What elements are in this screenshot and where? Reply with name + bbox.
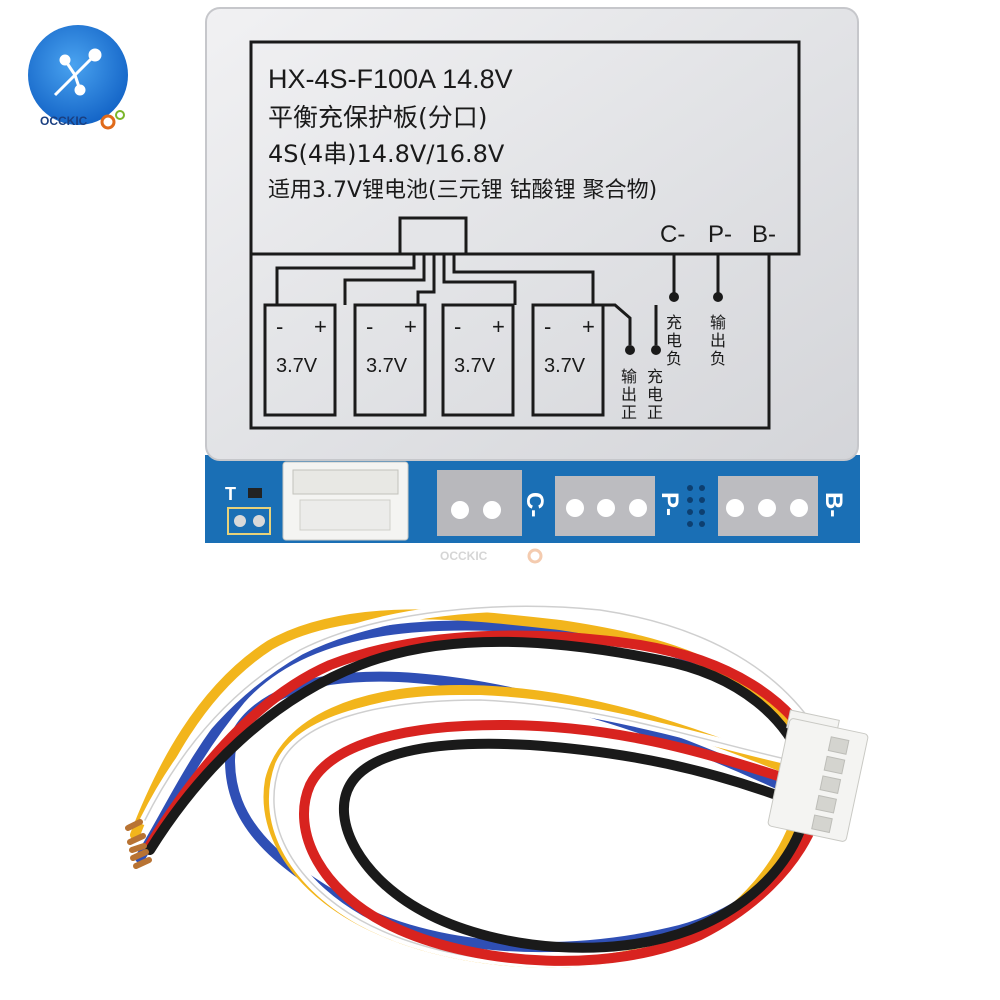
wire-black (145, 636, 813, 953)
watermark-text: OCCKIC (440, 549, 488, 563)
brand-logo: OCCKIC (28, 25, 128, 130)
terminal-b-label: B- (752, 221, 776, 248)
t-pad-hole (253, 515, 265, 527)
battery-cell: - + 3.7V (531, 303, 605, 417)
gear-icon (100, 114, 116, 130)
pad-hole (597, 499, 615, 517)
ic-box (398, 216, 468, 256)
cell-minus: - (454, 314, 461, 339)
cell-plus: + (492, 314, 505, 339)
pad-hole (629, 499, 647, 517)
cell-minus: - (366, 314, 373, 339)
pcb-t-label: T (225, 484, 236, 504)
node-dot (713, 292, 723, 302)
cell-voltage: 3.7V (454, 355, 496, 377)
pcb-board: T C- P- B- (205, 455, 860, 543)
gear-icon (115, 110, 125, 120)
c-pad (437, 470, 522, 536)
terminal-c-label: C- (660, 221, 685, 248)
char: 电 (647, 385, 663, 404)
brand-name: OCCKIC (40, 114, 88, 128)
char: 输 (621, 367, 637, 386)
char: 正 (647, 403, 663, 422)
pad-hole (566, 499, 584, 517)
char: 充 (647, 367, 663, 386)
title-line: 平衡充保护板(分口) (268, 103, 488, 132)
balance-connector (282, 461, 409, 541)
char: 出 (710, 331, 726, 350)
pad-hole (790, 499, 808, 517)
charge-negative-label: 充 电 负 (666, 313, 682, 368)
balance-wiring (275, 254, 720, 345)
pad-hole (726, 499, 744, 517)
cell-plus: + (582, 314, 595, 339)
output-positive-label: 输 出 正 (621, 367, 637, 422)
cell-voltage: 3.7V (366, 355, 408, 377)
pcb-vias (687, 485, 705, 527)
pcb-p-label: P- (656, 492, 683, 516)
output-negative-label: 输 出 负 (710, 313, 726, 368)
wire-red (145, 630, 827, 966)
battery-cell: - + 3.7V (441, 303, 515, 417)
t-pad (227, 507, 271, 535)
temp-sensor (248, 488, 262, 498)
char: 充 (666, 313, 682, 332)
cell-voltage: 3.7V (276, 355, 318, 377)
usage-line: 适用3.7V锂电池(三元锂 钴酸锂 聚合物) (268, 178, 657, 203)
node-dot (625, 345, 635, 355)
spec-line: 4S(4串)14.8V/16.8V (268, 140, 505, 168)
cell-minus: - (544, 314, 551, 339)
pcb-c-label: C- (521, 492, 548, 517)
circuit-icon (53, 48, 102, 97)
char: 出 (621, 385, 637, 404)
battery-cell: - + 3.7V (263, 303, 337, 417)
terminal-p-label: P- (708, 221, 732, 248)
pad-hole (483, 501, 501, 519)
wire-tips (125, 819, 152, 869)
cell-plus: + (314, 314, 327, 339)
t-pad-hole (234, 515, 246, 527)
cell-minus: - (276, 314, 283, 339)
charge-positive-label: 充 电 正 (647, 367, 663, 422)
char: 负 (666, 349, 682, 368)
char: 电 (666, 331, 682, 350)
harness-plug (767, 709, 869, 842)
battery-cell: - + 3.7V (353, 303, 427, 417)
char: 正 (621, 403, 637, 422)
label-plate: HX-4S-F100A 14.8V 平衡充保护板(分口) 4S(4串)14.8V… (205, 7, 859, 461)
pcb-b-label: B- (820, 492, 847, 517)
gear-icon (527, 548, 543, 564)
pad-hole (758, 499, 776, 517)
wire-harness (125, 601, 827, 968)
pad-hole (451, 501, 469, 519)
cell-voltage: 3.7V (544, 355, 586, 377)
char: 输 (710, 313, 726, 332)
node-dot (651, 345, 661, 355)
cell-plus: + (404, 314, 417, 339)
model-line: HX-4S-F100A 14.8V (268, 64, 513, 94)
watermark: OCCKIC (440, 548, 543, 564)
char: 负 (710, 349, 726, 368)
node-dot (669, 292, 679, 302)
